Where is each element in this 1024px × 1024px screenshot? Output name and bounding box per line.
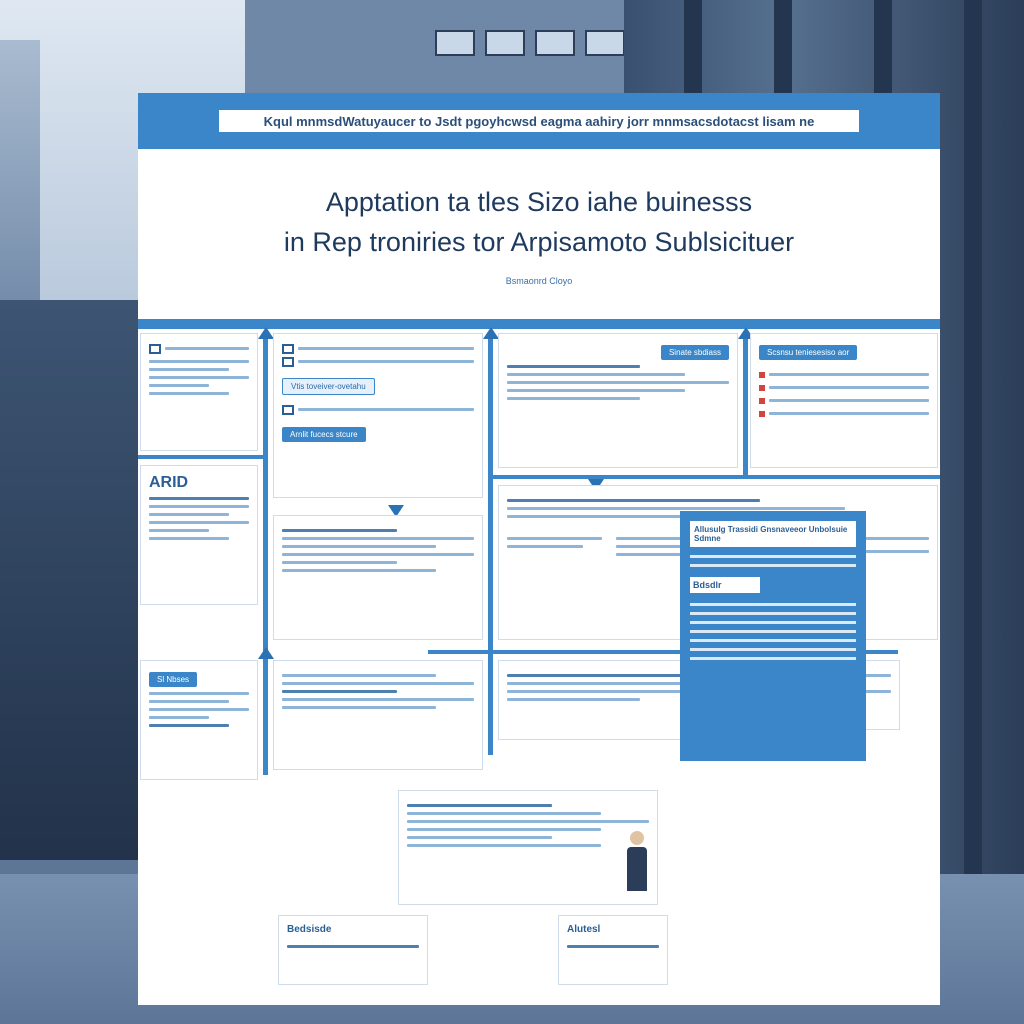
- brand-logo: ARID: [149, 474, 189, 491]
- section-button[interactable]: Sinate sbdiass: [660, 345, 729, 360]
- background-building: [245, 0, 645, 100]
- arrow-icon: [483, 327, 499, 339]
- document-icon: [282, 404, 294, 415]
- building-window: [585, 30, 625, 56]
- footer-card: Bedsisde: [278, 915, 428, 985]
- section-divider: [138, 319, 940, 325]
- document-header: Apptation ta tles Sizo iahe buinesss in …: [138, 149, 940, 319]
- alert-panel: Scsnsu teniesesiso aor: [750, 333, 938, 468]
- arrow-icon: [258, 647, 274, 659]
- connector-line: [138, 455, 268, 459]
- info-panel: Sl Nbses: [140, 660, 258, 780]
- connector-line: [743, 335, 748, 475]
- section-tag[interactable]: Sl Nbses: [149, 672, 198, 687]
- connector-line: [493, 475, 940, 479]
- alert-icon: [759, 384, 765, 391]
- side-label: Bdsdlr: [690, 577, 760, 593]
- presentation-panel: [398, 790, 658, 905]
- document-sheet: Kqul mnmsdWatuyaucer to Jsdt pgoyhcwsd e…: [138, 93, 940, 1005]
- action-button[interactable]: Arnlit fucecs stcure: [282, 427, 366, 442]
- control-panel: Vtis toveiver-ovetahu Arnlit fucecs stcu…: [273, 333, 483, 498]
- page-title-line-2: in Rep troniries tor Arpisamoto Sublsici…: [283, 227, 795, 257]
- side-info-panel: Allusulg Trassidi Gnsnaveeor Unbolsuie S…: [680, 511, 866, 761]
- document-icon: [282, 356, 294, 367]
- connector-line: [138, 325, 940, 329]
- side-header: Allusulg Trassidi Gnsnaveeor Unbolsuie S…: [690, 521, 856, 547]
- banner-text: Kqul mnmsdWatuyaucer to Jsdt pgoyhcwsd e…: [219, 110, 859, 132]
- connector-line: [263, 335, 268, 775]
- background-building: [0, 300, 150, 860]
- building-window: [435, 30, 475, 56]
- info-panel: [273, 660, 483, 770]
- page-title: Apptation ta tles Sizo iahe buinesss: [325, 187, 753, 217]
- footer-label: Alutesl: [567, 924, 601, 935]
- footer-label: Bedsisde: [287, 924, 332, 935]
- building-window: [485, 30, 525, 56]
- document-banner: Kqul mnmsdWatuyaucer to Jsdt pgoyhcwsd e…: [138, 93, 940, 149]
- page-subtitle: Bsmaonrd Cloyo: [505, 276, 573, 286]
- option-button[interactable]: Vtis toveiver-ovetahu: [282, 378, 375, 395]
- building-window: [535, 30, 575, 56]
- gear-icon: [282, 343, 294, 354]
- info-panel: Sinate sbdiass: [498, 333, 738, 468]
- person-icon: [627, 831, 647, 891]
- footer-card: Alutesl: [558, 915, 668, 985]
- alert-icon: [759, 371, 765, 378]
- arrow-icon: [258, 327, 274, 339]
- connector-line: [428, 650, 898, 654]
- document-icon: [149, 343, 161, 354]
- section-button[interactable]: Scsnsu teniesesiso aor: [759, 345, 858, 360]
- info-panel: [273, 515, 483, 640]
- background-building: [0, 40, 40, 340]
- alert-icon: [759, 410, 765, 417]
- info-panel: [140, 333, 258, 451]
- connector-line: [488, 335, 493, 755]
- building-column: [964, 0, 982, 980]
- brand-panel: ARID: [140, 465, 258, 605]
- arrow-icon: [388, 505, 404, 517]
- alert-icon: [759, 397, 765, 404]
